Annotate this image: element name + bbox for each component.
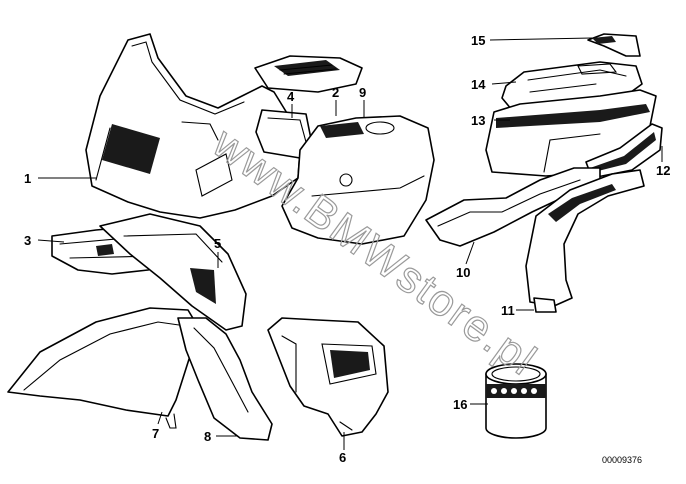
part-8-mudguard-extension[interactable] — [177, 317, 273, 441]
callout-4: 4 — [287, 89, 295, 104]
callout-9: 9 — [359, 85, 366, 100]
callout-5: 5 — [214, 236, 221, 251]
callout-12: 12 — [656, 163, 670, 178]
part-11-rear-fender[interactable] — [525, 169, 645, 313]
callout-labels: 1 2 3 4 5 6 7 8 9 10 11 12 13 14 15 16 — [24, 33, 670, 465]
part-15-small-cap[interactable] — [587, 33, 641, 57]
callout-3: 3 — [24, 233, 31, 248]
drawing-number: 00009376 — [602, 455, 642, 465]
part-2-tank-cover[interactable] — [254, 55, 363, 93]
callout-6: 6 — [339, 450, 346, 465]
callout-11: 11 — [501, 303, 515, 318]
part-5-inner-panel[interactable] — [99, 213, 247, 331]
callout-2: 2 — [332, 85, 339, 100]
callout-1: 1 — [24, 171, 31, 186]
part-9-fuel-tank[interactable] — [281, 115, 435, 245]
callout-14: 14 — [471, 77, 486, 92]
part-16-paint-tin[interactable] — [485, 363, 547, 439]
callout-16: 16 — [453, 397, 467, 412]
callout-13: 13 — [471, 113, 485, 128]
part-1-fairing[interactable] — [85, 33, 301, 219]
callout-15: 15 — [471, 33, 485, 48]
callout-7: 7 — [152, 426, 159, 441]
part-7-front-mudguard[interactable] — [7, 307, 201, 429]
callout-8: 8 — [204, 429, 211, 444]
callout-10: 10 — [456, 265, 470, 280]
leader-lines — [37, 37, 663, 450]
part-6-side-panel[interactable] — [267, 317, 389, 437]
